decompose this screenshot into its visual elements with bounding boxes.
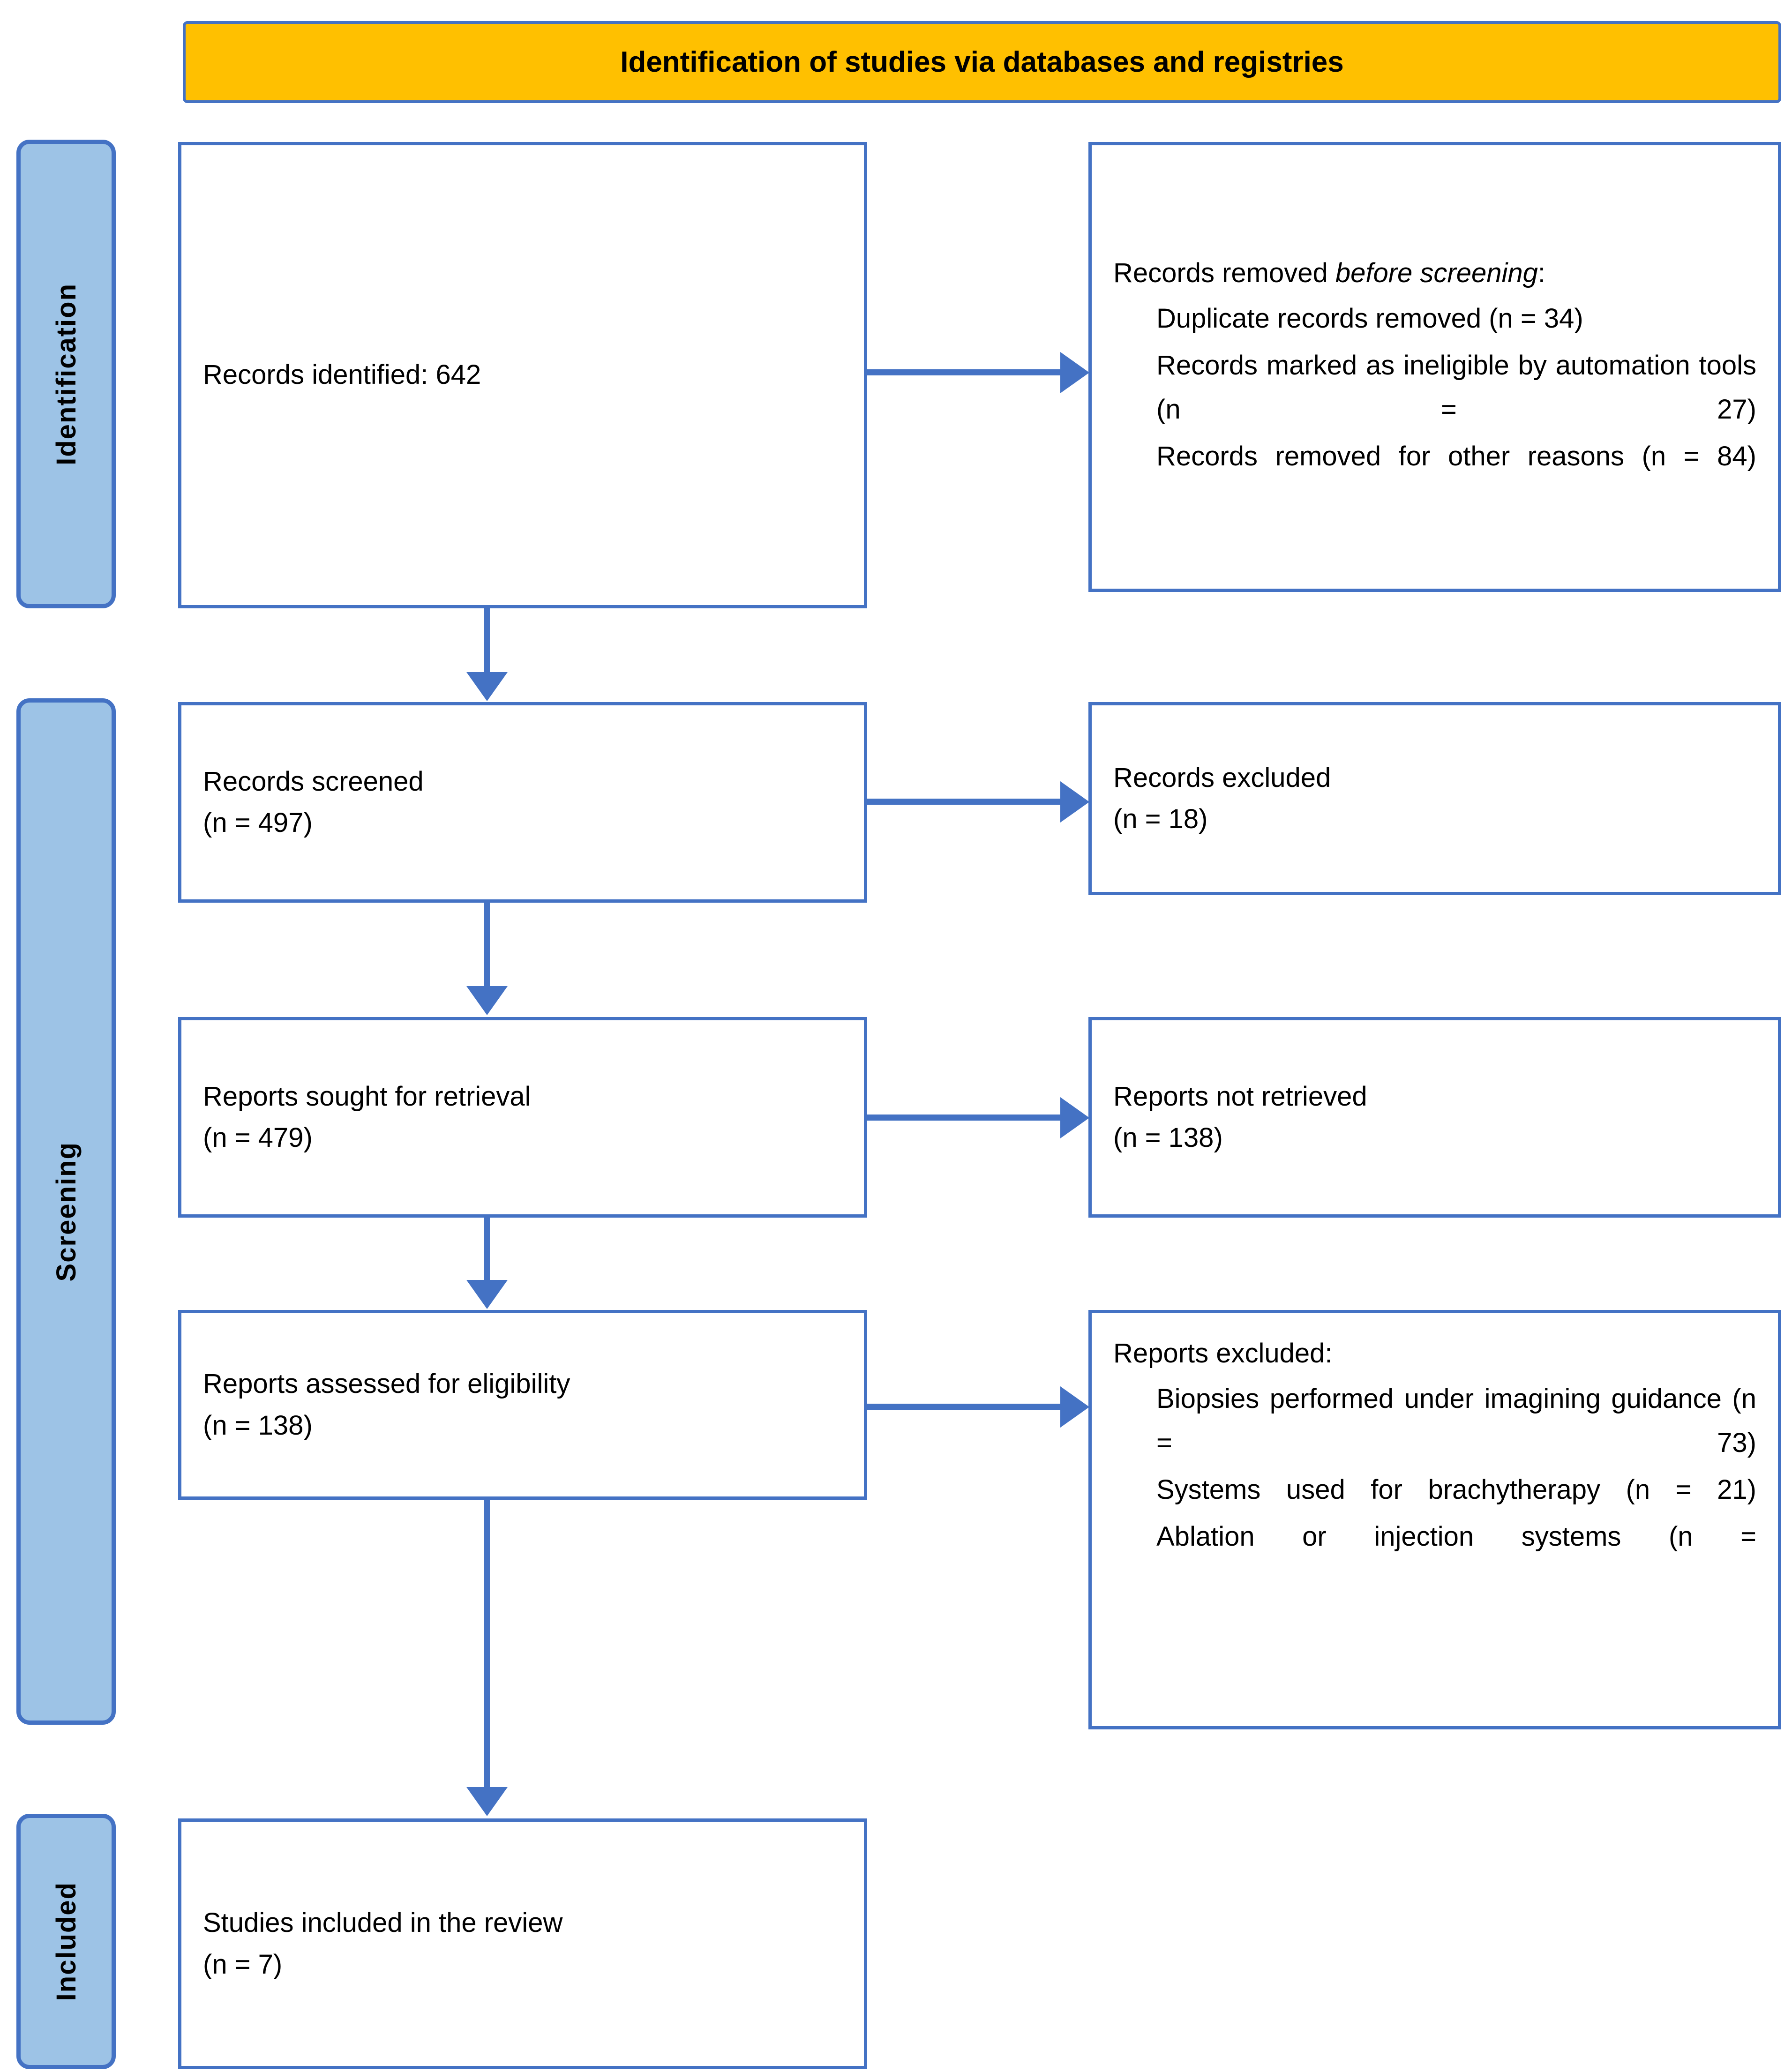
reports-excluded-heading: Reports excluded:	[1113, 1338, 1333, 1369]
records-removed-item: Records removed for other reasons (n = 8…	[1156, 441, 1756, 472]
connector-assessed-to-included-arrow-icon	[466, 1787, 508, 1816]
reports-excluded-item: Biopsies performed under imagining guida…	[1156, 1384, 1756, 1459]
connector-screened-to-excluded-arrow-icon	[1060, 781, 1089, 823]
records-removed-heading: Records removed before screening:	[1113, 253, 1756, 294]
connector-screened-to-sought-arrow-icon	[466, 986, 508, 1015]
studies-included-line-2: (n = 7)	[203, 1949, 283, 1980]
banner-title: Identification of studies via databases …	[620, 46, 1344, 78]
box-records-screened: Records screened (n = 497)	[178, 702, 867, 903]
box-reports-excluded: Reports excluded: Biopsies performed und…	[1088, 1310, 1781, 1729]
connector-screened-to-excluded	[867, 799, 1064, 805]
records-removed-heading-italic: before screening	[1335, 258, 1538, 289]
connector-identified-to-removed	[867, 369, 1064, 375]
reports-sought-line-1: Reports sought for retrieval	[203, 1081, 531, 1112]
connector-screened-to-sought	[484, 903, 490, 987]
stage-label-screening: Screening	[16, 698, 116, 1725]
records-removed-item: Records marked as ineligible by automati…	[1156, 350, 1756, 425]
box-records-excluded: Records excluded (n = 18)	[1088, 702, 1781, 895]
box-reports-assessed-for-eligibility: Reports assessed for eligibility (n = 13…	[178, 1310, 867, 1500]
records-removed-heading-suffix: :	[1537, 258, 1546, 289]
records-screened-line-1: Records screened	[203, 766, 424, 797]
records-removed-heading-prefix: Records removed	[1113, 258, 1335, 289]
connector-sought-to-not-retrieved-arrow-icon	[1060, 1097, 1089, 1138]
reports-sought-line-2: (n = 479)	[203, 1122, 313, 1153]
box-reports-sought-for-retrieval: Reports sought for retrieval (n = 479)	[178, 1017, 867, 1218]
box-studies-included-in-review: Studies included in the review (n = 7)	[178, 1818, 867, 2069]
stage-included-text: Included	[51, 1882, 82, 2001]
connector-sought-to-assessed	[484, 1218, 490, 1281]
reports-not-retrieved-line-2: (n = 138)	[1113, 1122, 1223, 1153]
connector-identified-to-screened	[484, 608, 490, 673]
reports-excluded-item: Systems used for brachytherapy (n = 21)	[1156, 1474, 1756, 1505]
stage-label-included: Included	[16, 1814, 116, 2069]
connector-identified-to-screened-arrow-icon	[466, 672, 508, 701]
reports-assessed-line-2: (n = 138)	[203, 1410, 313, 1441]
stage-screening-text: Screening	[51, 1141, 82, 1282]
box-reports-not-retrieved: Reports not retrieved (n = 138)	[1088, 1017, 1781, 1218]
records-identified-line: Records identified: 642	[203, 359, 481, 390]
connector-assessed-to-included	[484, 1500, 490, 1788]
records-screened-line-2: (n = 497)	[203, 808, 313, 838]
connector-assessed-to-reports-excluded	[867, 1404, 1064, 1410]
stage-identification-text: Identification	[51, 283, 82, 465]
stage-label-identification: Identification	[16, 140, 116, 608]
studies-included-line-1: Studies included in the review	[203, 1907, 563, 1938]
records-excluded-line-2: (n = 18)	[1113, 804, 1208, 834]
connector-identified-to-removed-arrow-icon	[1060, 352, 1089, 393]
connector-assessed-to-reports-excluded-arrow-icon	[1060, 1386, 1089, 1428]
reports-excluded-item: Ablation or injection systems (n =	[1156, 1521, 1756, 1552]
connector-sought-to-not-retrieved	[867, 1115, 1064, 1121]
diagram-header-banner: Identification of studies via databases …	[183, 21, 1781, 103]
box-records-identified: Records identified: 642	[178, 142, 867, 608]
records-removed-item: Duplicate records removed (n = 34)	[1156, 303, 1583, 334]
records-excluded-line-1: Records excluded	[1113, 762, 1331, 793]
box-records-removed-before-screening: Records removed before screening: Duplic…	[1088, 142, 1781, 592]
connector-sought-to-assessed-arrow-icon	[466, 1280, 508, 1309]
reports-assessed-line-1: Reports assessed for eligibility	[203, 1369, 570, 1399]
reports-not-retrieved-line-1: Reports not retrieved	[1113, 1081, 1367, 1112]
